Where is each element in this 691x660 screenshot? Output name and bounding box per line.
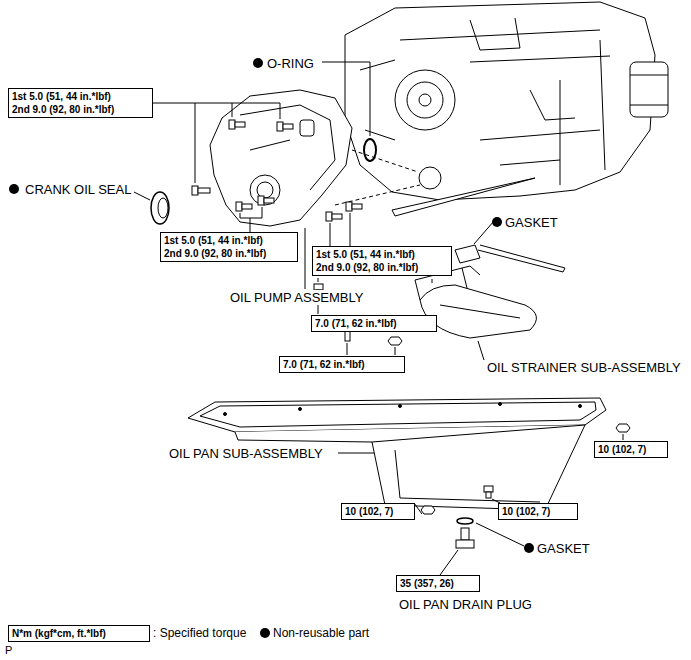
torque-value: 2nd 9.0 (92, 80 in.*lbf): [164, 247, 266, 260]
torque-value: 10 (102, 7): [345, 505, 393, 518]
torque-value: 2nd 9.0 (92, 80 in.*lbf): [12, 103, 114, 116]
torque-box: 10 (102, 7): [341, 503, 415, 520]
torque-box: 10 (102, 7): [594, 441, 668, 458]
legend-text: : Specified torque: [152, 626, 247, 641]
legend-text: Non-reusable part: [272, 626, 370, 641]
torque-value: 7.0 (71, 62 in.*lbf): [283, 358, 365, 371]
torque-box: 10 (102, 7): [498, 503, 578, 520]
torque-box: 1st 5.0 (51, 44 in.*lbf)2nd 9.0 (92, 80 …: [8, 88, 153, 118]
torque-value: 1st 5.0 (51, 44 in.*lbf): [164, 234, 263, 247]
part-label: OIL PUMP ASSEMBLY: [229, 290, 364, 305]
torque-box: 1st 5.0 (51, 44 in.*lbf)2nd 9.0 (92, 80 …: [312, 246, 452, 276]
part-label: GASKET: [504, 215, 559, 230]
part-label: GASKET: [536, 541, 591, 556]
torque-value: N*m (kgf*cm, ft.*lbf): [12, 627, 106, 640]
part-label: OIL PAN DRAIN PLUG: [398, 597, 533, 612]
torque-value: 10 (102, 7): [502, 505, 550, 518]
torque-box: 7.0 (71, 62 in.*lbf): [279, 356, 405, 373]
torque-value: 7.0 (71, 62 in.*lbf): [315, 317, 397, 330]
torque-box: 7.0 (71, 62 in.*lbf): [311, 315, 437, 332]
torque-value: 2nd 9.0 (92, 80 in.*lbf): [316, 261, 418, 274]
torque-value: 1st 5.0 (51, 44 in.*lbf): [316, 248, 415, 261]
legend-torque-box: N*m (kgf*cm, ft.*lbf): [8, 625, 150, 642]
part-label: CRANK OIL SEAL: [24, 182, 132, 197]
page-mark: P: [4, 643, 13, 658]
part-label: OIL PAN SUB-ASSEMBLY: [168, 446, 324, 461]
torque-box: 35 (357, 26): [396, 575, 480, 592]
part-label: O-RING: [266, 56, 315, 71]
part-label: OIL STRAINER SUB-ASSEMBLY: [486, 360, 682, 375]
torque-value: 35 (357, 26): [400, 577, 454, 590]
torque-box: 1st 5.0 (51, 44 in.*lbf)2nd 9.0 (92, 80 …: [160, 232, 298, 262]
torque-value: 1st 5.0 (51, 44 in.*lbf): [12, 90, 111, 103]
torque-value: 10 (102, 7): [598, 443, 646, 456]
